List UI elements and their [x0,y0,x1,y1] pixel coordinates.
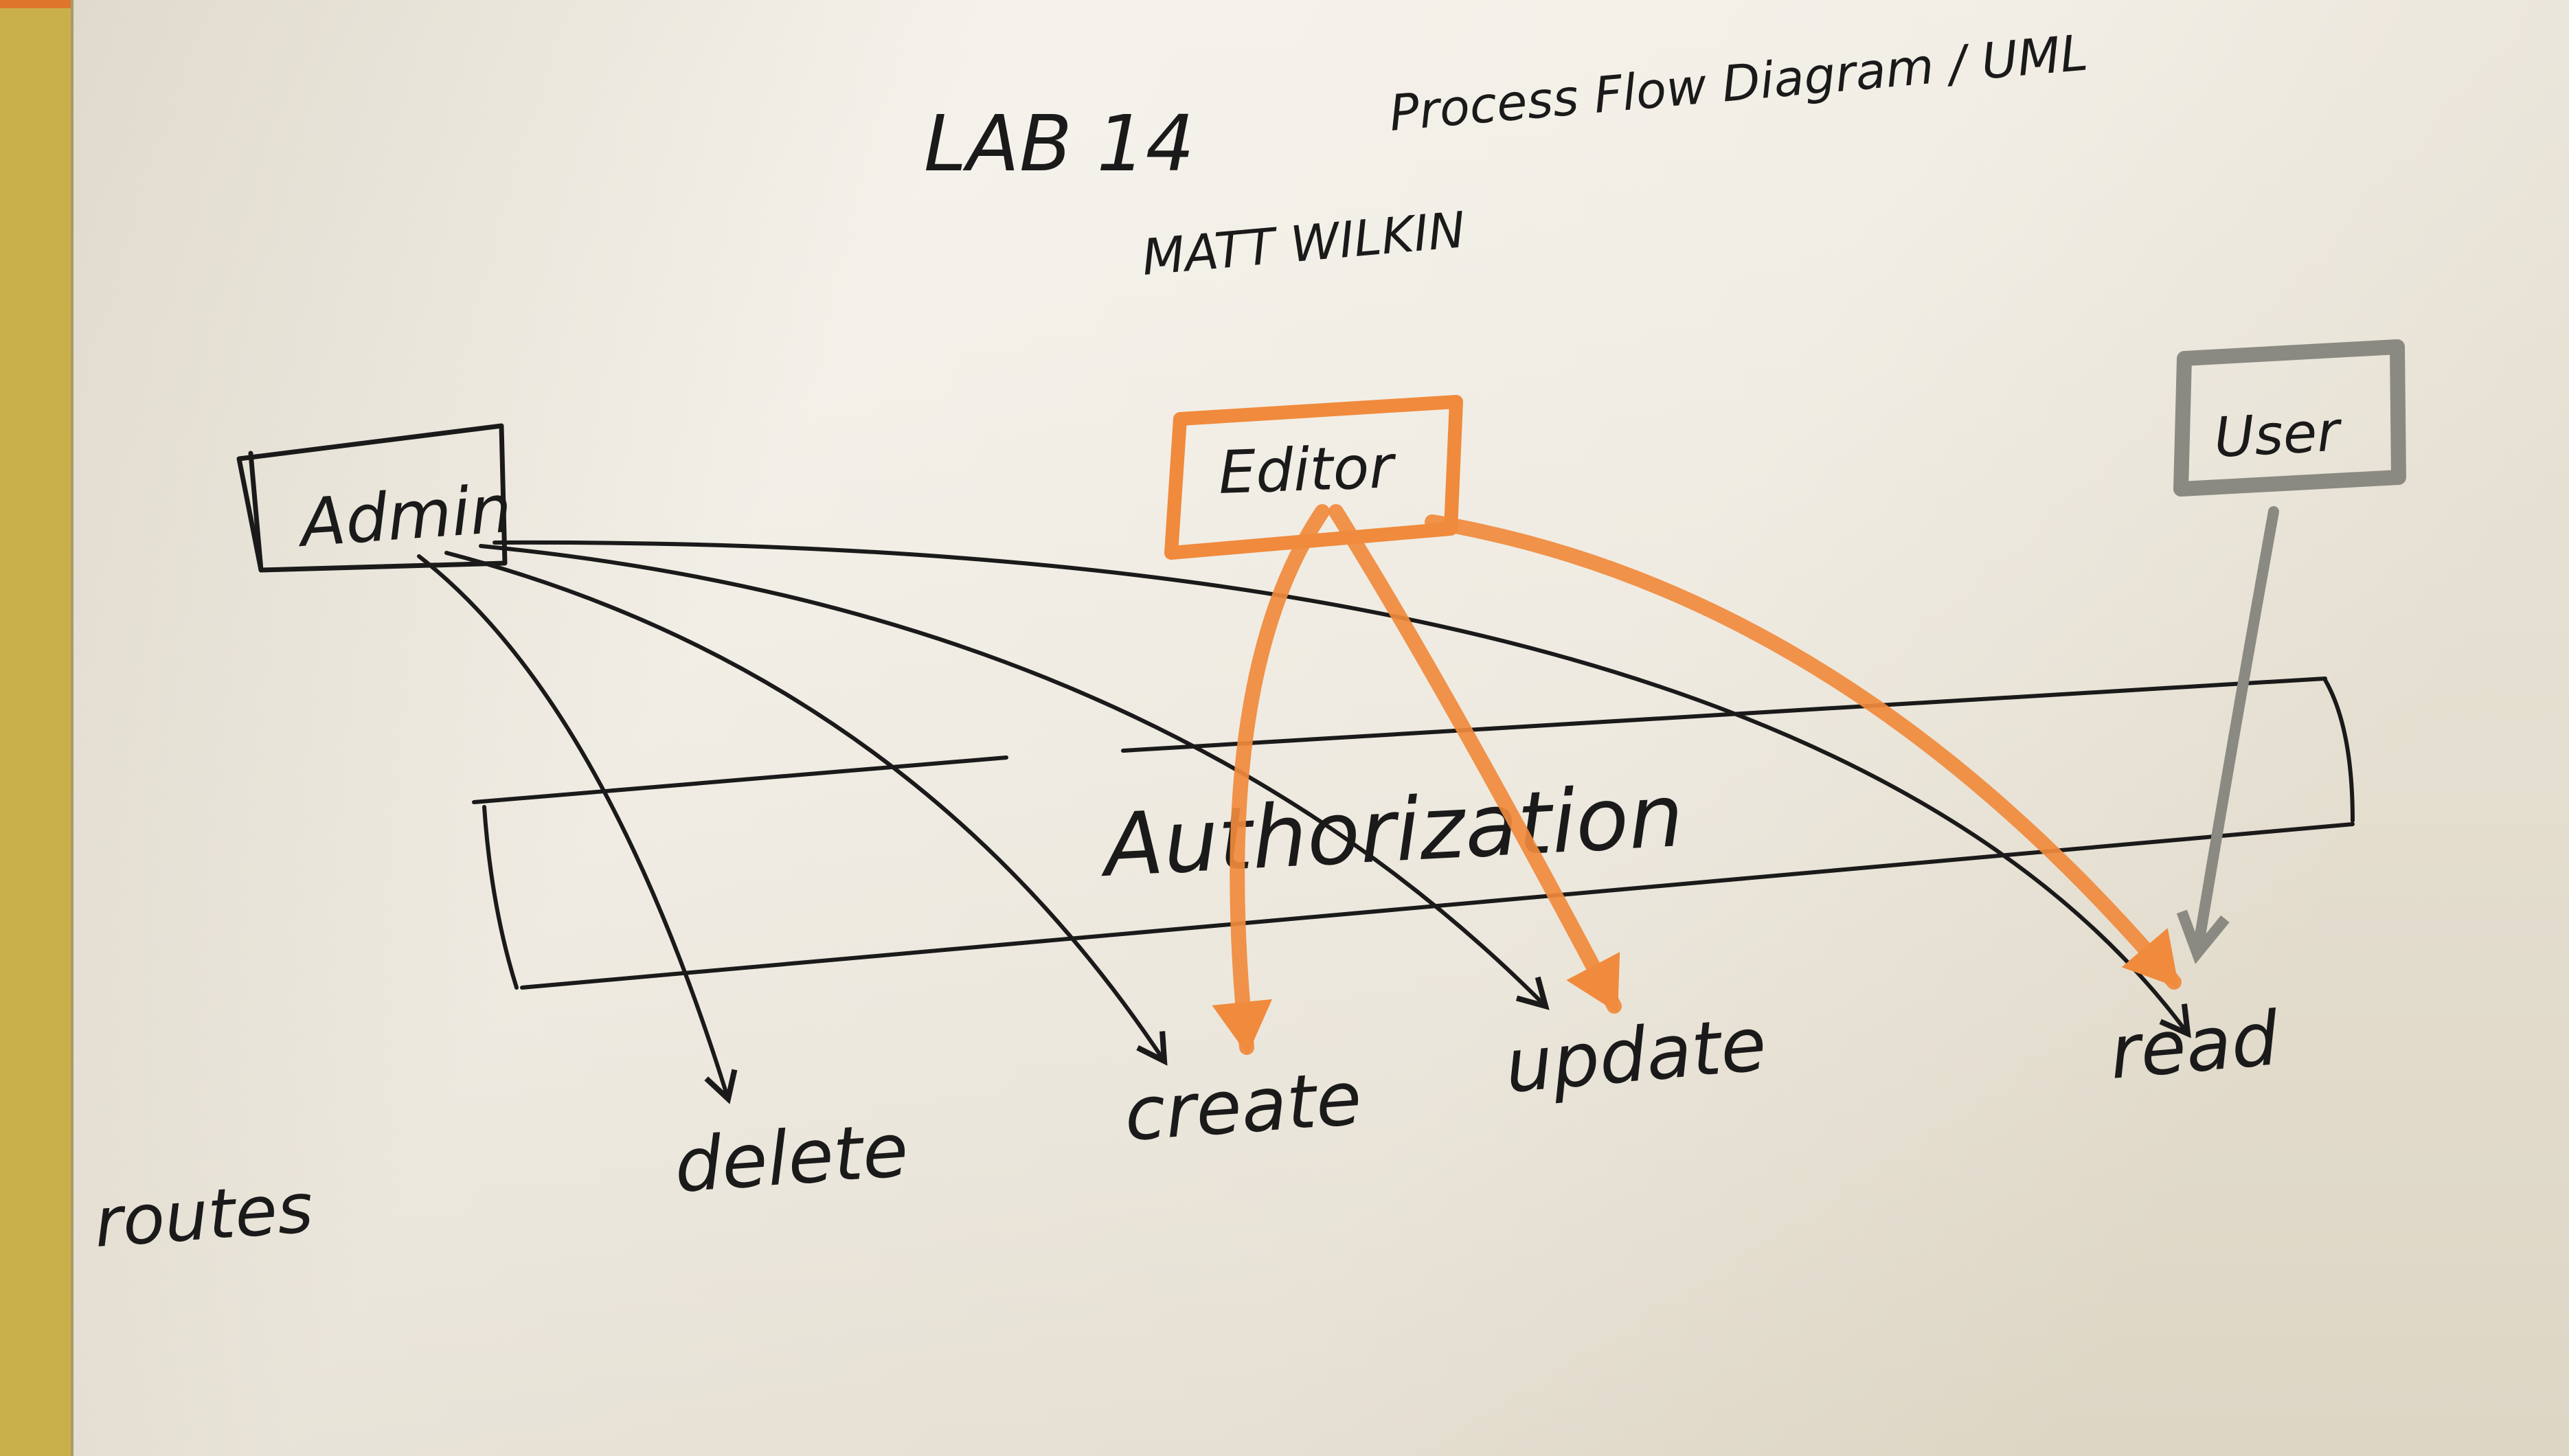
flow-admin-delete [417,554,738,1104]
lab-title: LAB 14 [924,100,1195,189]
paper-shade [72,0,2569,1456]
route-read: read [2106,996,2283,1096]
editor-label: Editor [1217,433,1397,508]
editor-flows [1212,504,2182,1055]
flow-editor-update [1328,504,1622,1014]
flow-editor-create [1212,504,1330,1055]
route-delete: delete [672,1108,911,1209]
user-label: User [2212,399,2344,470]
flow-user-read [2176,506,2279,964]
user-role-box [2173,339,2406,497]
admin-flows [417,540,2191,1104]
flow-admin-create [444,551,1168,1066]
route-create: create [1122,1056,1364,1158]
routes-margin-note: routes [92,1168,316,1263]
editor-role-box [1164,395,1463,560]
admin-label: Admin [294,470,514,562]
flow-editor-read [1425,514,2182,990]
flow-admin-update [479,544,1550,1010]
flow-admin-read [493,540,2191,1038]
admin-role-box [236,423,508,573]
